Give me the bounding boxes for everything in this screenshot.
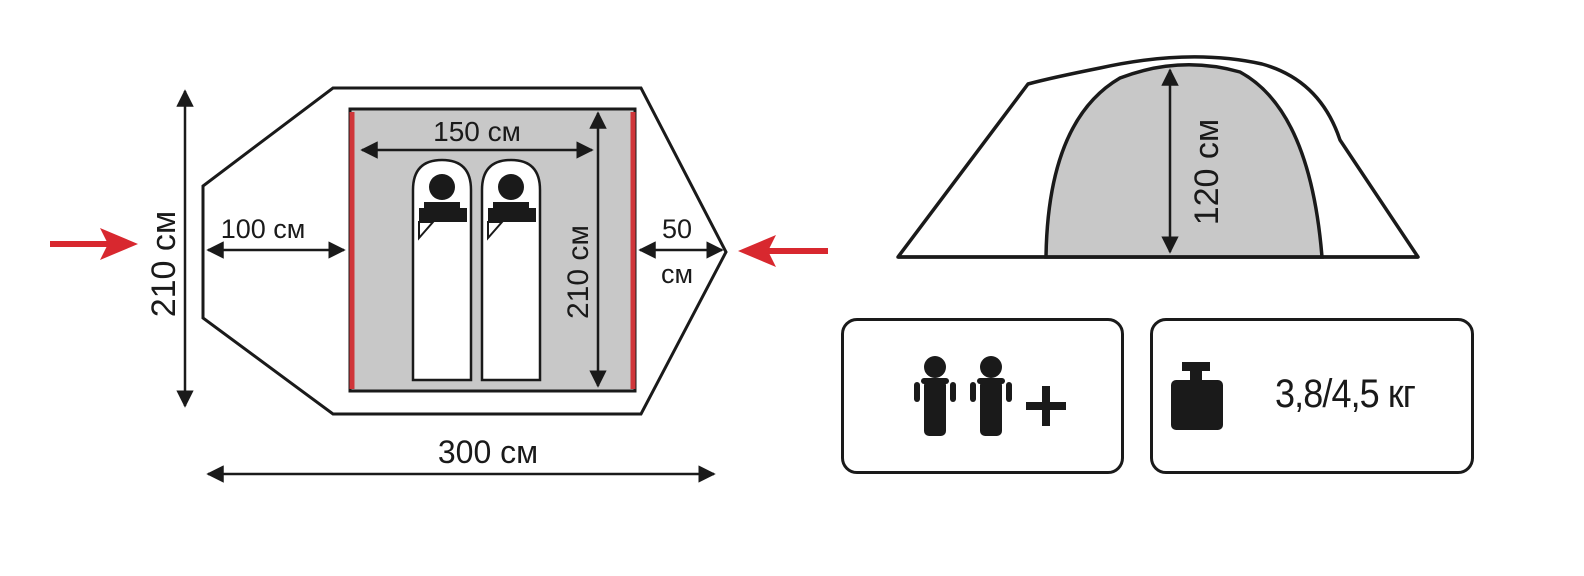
entrance-arrow-right bbox=[738, 235, 828, 267]
front-vestibule-label: 100 см bbox=[221, 214, 306, 244]
inner-dome-outline bbox=[1044, 63, 1324, 259]
height-label: 120 см bbox=[1188, 119, 1226, 226]
sleeping-bag-2 bbox=[480, 158, 542, 382]
floor-plan: 150 см 210 см 210 см 300 см 100 см 50 см bbox=[50, 86, 828, 483]
outer-width-label: 300 см bbox=[438, 434, 538, 470]
sleeping-bag-1 bbox=[411, 158, 473, 382]
weight-icon bbox=[1171, 362, 1223, 430]
weight-box: 3,8/4,5 кг bbox=[1150, 318, 1474, 474]
inner-height-label: 210 см bbox=[562, 225, 595, 319]
capacity-box bbox=[841, 318, 1124, 474]
back-vestibule-label-line1: 50 bbox=[662, 214, 692, 244]
weight-label: 3,8/4,5 кг bbox=[1275, 372, 1416, 416]
outer-height-label: 210 см bbox=[145, 211, 183, 318]
back-vestibule-label-line2: см bbox=[661, 259, 693, 289]
inner-width-label: 150 см bbox=[433, 116, 521, 147]
side-view: 120 см bbox=[896, 55, 1420, 259]
entrance-arrow-left bbox=[50, 228, 138, 260]
two-persons-plus-icon bbox=[914, 356, 1066, 436]
